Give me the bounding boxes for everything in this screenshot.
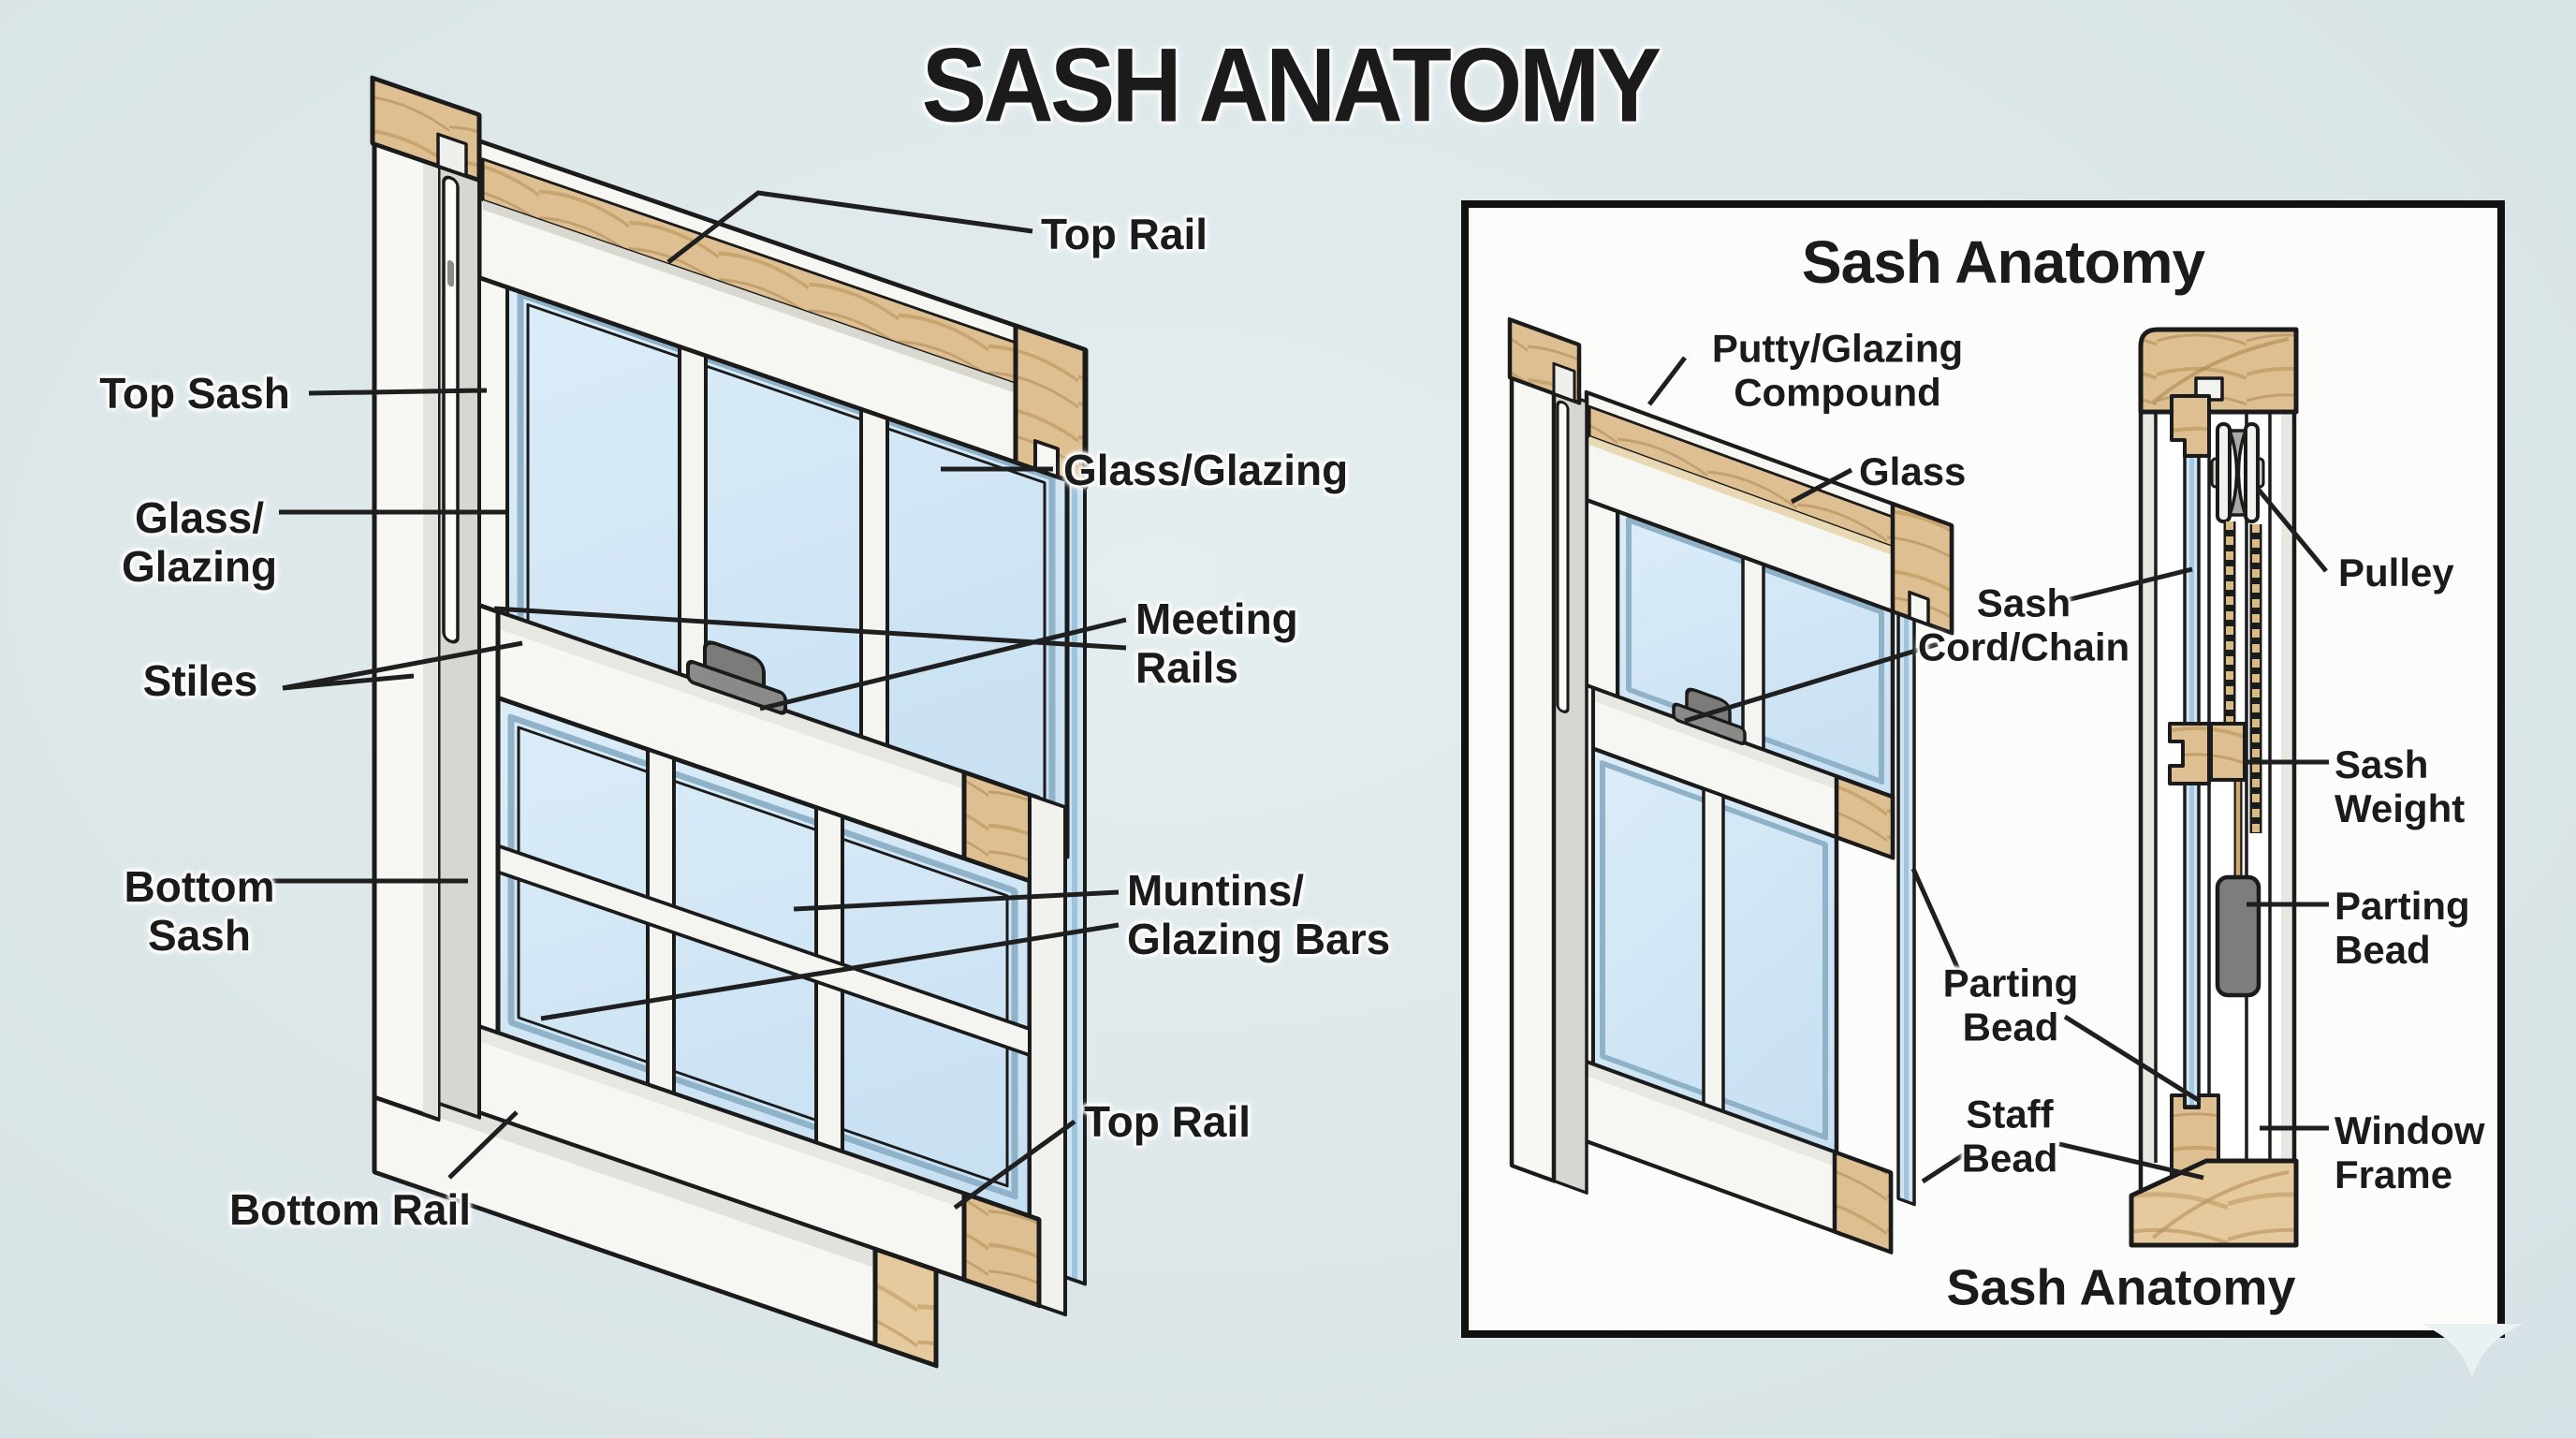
label-inset-glass: Glass bbox=[1859, 449, 1967, 493]
main-window-drawing bbox=[370, 75, 1089, 1369]
inset-window-drawing bbox=[1507, 316, 1954, 1255]
page-title: SASH ANATOMY bbox=[921, 26, 1661, 144]
inset-title: Sash Anatomy bbox=[1801, 227, 2205, 296]
main-left-jamb bbox=[370, 75, 482, 1123]
leader-top-rail-upper bbox=[666, 190, 1033, 264]
label-pulley: Pulley bbox=[2338, 550, 2454, 594]
inset-caption: Sash Anatomy bbox=[1946, 1259, 2296, 1316]
inset-meeting-rail bbox=[1542, 668, 1895, 860]
main-sill bbox=[372, 1074, 939, 1369]
inset-left-jamb bbox=[1507, 316, 1588, 1195]
main-top-sash bbox=[476, 138, 1089, 859]
label-glass-glazing-left: Glass/ Glazing bbox=[121, 493, 278, 591]
leader-inset-glass bbox=[1790, 467, 1853, 505]
label-muntins: Muntins/ Glazing Bars bbox=[1127, 866, 1391, 963]
label-sash-weight: Sash Weight bbox=[2334, 742, 2466, 831]
watermark-arrow bbox=[2421, 1324, 2524, 1378]
label-top-rail-upper: Top Rail bbox=[1041, 210, 1208, 258]
label-top-sash: Top Sash bbox=[99, 369, 290, 418]
leader-meeting-rails bbox=[493, 606, 1127, 712]
inset-cross-section bbox=[2129, 327, 2299, 1248]
label-bottom-rail: Bottom Rail bbox=[228, 1185, 472, 1235]
label-bottom-sash: Bottom Sash bbox=[124, 862, 275, 960]
inset-top-sash bbox=[1584, 389, 1954, 800]
leader-sash-cord bbox=[1684, 566, 2193, 724]
section-sash-weight bbox=[2215, 874, 2261, 998]
label-meeting-rails: Meeting Rails bbox=[1135, 594, 1298, 692]
section-head-parting-bead bbox=[2170, 394, 2211, 458]
leader-top-rail-lower bbox=[953, 1119, 1076, 1211]
leader-stiles bbox=[282, 640, 523, 691]
leader-top-sash bbox=[308, 388, 488, 396]
leader-putty bbox=[1647, 356, 1687, 406]
leader-lines bbox=[262, 190, 2329, 1211]
label-putty: Putty/Glazing Compound bbox=[1711, 326, 1964, 415]
section-pulley bbox=[2210, 422, 2265, 523]
leader-staff-bead bbox=[1921, 1141, 2204, 1184]
label-stiles: Stiles bbox=[142, 656, 258, 706]
leader-parting-bead-left bbox=[1910, 867, 2202, 1104]
section-sash-block-right bbox=[2209, 722, 2247, 782]
label-sash-cord: Sash Cord/Chain bbox=[1917, 580, 2130, 669]
leader-pulley bbox=[2256, 487, 2328, 573]
label-top-rail-lower: Top Rail bbox=[1084, 1097, 1251, 1146]
section-sash-cords bbox=[2223, 521, 2262, 880]
label-staff-bead: Staff Bead bbox=[1961, 1092, 2058, 1181]
section-head-frame bbox=[2138, 327, 2299, 415]
label-glass-glazing-right: Glass/Glazing bbox=[1063, 446, 1349, 494]
inset-glass-edge-sheet bbox=[1896, 597, 1916, 1207]
label-parting-bead-right: Parting Bead bbox=[2334, 884, 2470, 973]
label-window-frame: Window Frame bbox=[2334, 1108, 2485, 1197]
label-parting-bead-left: Parting Bead bbox=[1942, 961, 2079, 1049]
leader-bottom-rail bbox=[447, 1110, 519, 1180]
leader-muntins bbox=[540, 889, 1120, 1021]
